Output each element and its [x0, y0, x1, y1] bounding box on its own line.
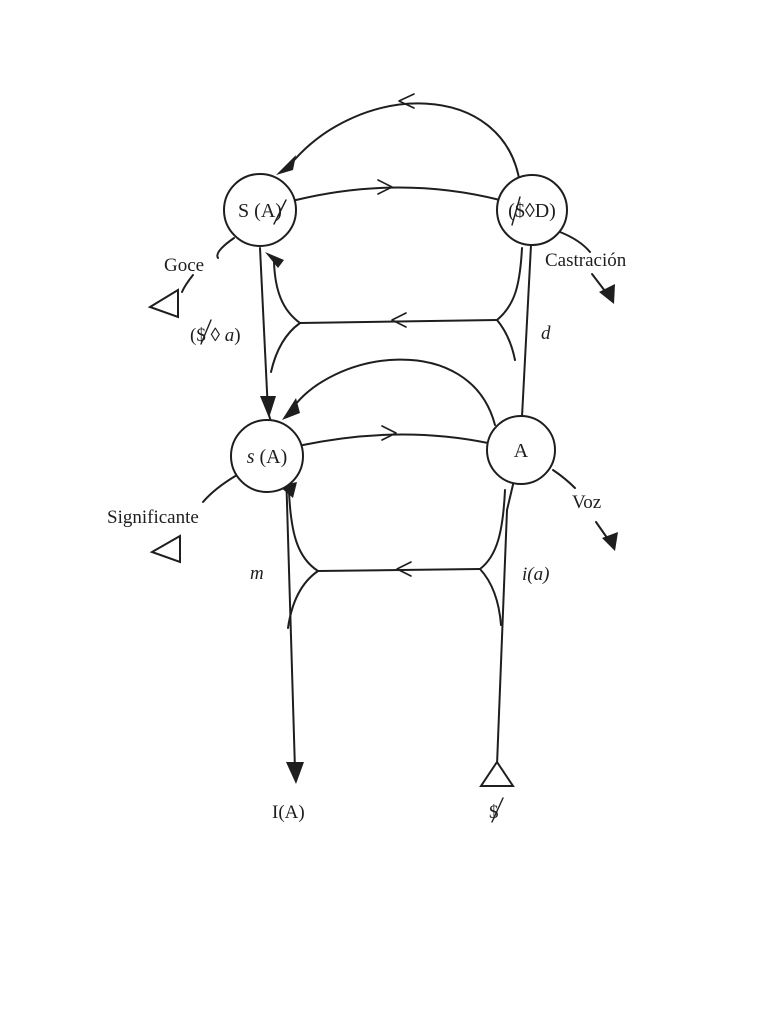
label-barred-s: $ — [489, 802, 499, 823]
bar-strike — [491, 797, 504, 823]
loop-upper-horizontal — [299, 319, 498, 324]
edge-s-a-to-a — [302, 433, 489, 446]
loop-lower-right-curve — [479, 489, 506, 570]
node-s-a-label: s (A) — [247, 446, 288, 468]
loop-lower-left-curve — [288, 491, 319, 572]
triangle-barred-s — [479, 760, 515, 787]
node-barred-s-d: ($◊D) — [496, 174, 568, 246]
leader-castracion — [559, 231, 591, 253]
arrowhead-upper-loop — [265, 252, 284, 268]
chevron-right-icon — [381, 425, 397, 441]
node-barred-s-d-label: ($◊D) — [508, 200, 556, 222]
loop-upper-right-lower-curve — [496, 319, 516, 361]
arc-top-outer — [289, 102, 521, 185]
arrowhead-castracion — [599, 284, 615, 304]
label-goce: Goce — [164, 255, 204, 276]
edge-s-barred-a-to-barred-s-d — [295, 186, 501, 201]
arrowhead-i-big-a — [286, 762, 304, 784]
leader-goce-triangle — [181, 274, 194, 293]
label-i-a: i(a) — [522, 564, 549, 585]
loop-upper-left-lower-curve — [270, 322, 301, 373]
arrowhead-left-vertical-mid — [260, 396, 276, 418]
chevron-left-icon — [391, 312, 407, 328]
chevron-left-icon — [398, 93, 415, 109]
arrowhead-voz — [602, 532, 618, 551]
bar-strike — [273, 199, 287, 225]
loop-lower-right-lower-curve — [479, 568, 502, 626]
arrowhead-into-s-barred-a — [276, 155, 296, 175]
loop-lower-left-lower-curve — [287, 570, 319, 629]
loop-upper-right-curve — [496, 247, 523, 321]
vector-barred-s-upward — [496, 244, 532, 766]
node-s-a: s (A) — [230, 419, 304, 493]
leader-goce — [216, 237, 235, 259]
label-castracion: Castración — [545, 250, 627, 271]
label-voz: Voz — [572, 492, 601, 513]
arrowhead-into-s-a-from-arch — [282, 398, 300, 420]
label-d: d — [541, 323, 551, 344]
node-s-barred-a: S (A) — [223, 173, 297, 247]
leader-significante — [202, 474, 238, 503]
node-a-label: A — [514, 440, 529, 462]
loop-upper-left-curve — [273, 261, 301, 324]
bar-strike — [511, 196, 521, 226]
label-significante: Significante — [107, 507, 199, 528]
triangle-significante — [149, 534, 181, 564]
bar-strike — [200, 319, 212, 345]
arc-middle — [289, 358, 496, 426]
node-a: A — [486, 415, 556, 485]
node-s-barred-a-label: S (A) — [238, 200, 282, 222]
label-i-big-a: I(A) — [272, 802, 305, 823]
triangle-goce — [147, 288, 179, 319]
chevron-right-icon — [377, 179, 393, 195]
chevron-left-icon — [396, 561, 412, 577]
leader-voz — [552, 469, 576, 489]
label-m: m — [250, 563, 264, 584]
label-barred-s-a-formula: ($ ◊ a) — [190, 325, 241, 346]
